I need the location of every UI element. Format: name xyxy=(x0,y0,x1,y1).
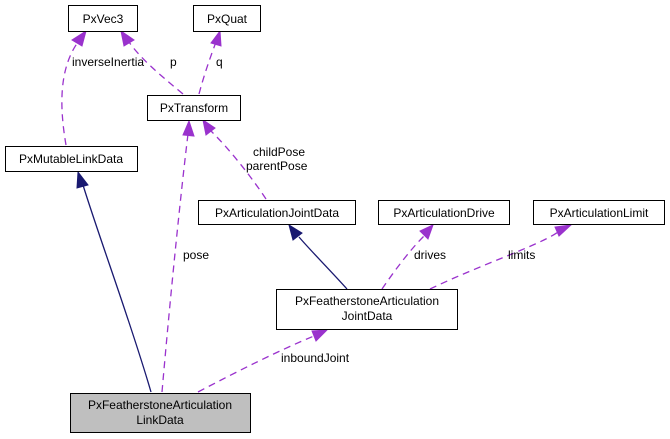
edge-label-inbound-joint: inboundJoint xyxy=(281,351,350,365)
edge-label-q: q xyxy=(216,55,223,69)
arrow-head xyxy=(202,118,216,136)
node-px-articulation-drive[interactable]: PxArticulationDrive xyxy=(378,200,510,225)
node-label-line-2: JointData xyxy=(342,309,393,323)
edge-inverse-inertia: inverseInertia xyxy=(61,29,144,146)
nodes: PxVec3 PxQuat PxTransform PxMutableLinkD… xyxy=(5,5,665,433)
node-label-line-2: LinkData xyxy=(136,413,184,427)
arrow-head xyxy=(76,170,89,189)
edge-limits: limits xyxy=(429,224,573,290)
arrow-head xyxy=(419,224,434,240)
edge-inbound-joint: inboundJoint xyxy=(197,329,350,393)
edge-drives: drives xyxy=(381,224,446,290)
edge-inherit-mutable xyxy=(76,170,152,393)
edge-q: q xyxy=(198,29,223,95)
arrow-head xyxy=(210,29,222,47)
arrow-head xyxy=(182,119,195,137)
node-px-transform[interactable]: PxTransform xyxy=(147,95,241,121)
edge-line xyxy=(197,335,315,393)
edge-label-drives: drives xyxy=(414,248,446,262)
edge-label-inverse-inertia: inverseInertia xyxy=(72,55,144,69)
node-label-line-1: PxFeatherstoneArticulation xyxy=(295,294,439,308)
node-px-vec3[interactable]: PxVec3 xyxy=(68,5,138,32)
node-label: PxQuat xyxy=(207,12,248,26)
edge-line xyxy=(82,184,152,393)
edge-line xyxy=(161,133,189,393)
edge-line xyxy=(198,41,217,95)
arrow-head xyxy=(554,224,573,237)
edge-poses: childPose parentPose xyxy=(202,118,308,200)
node-px-featherstone-articulation-link-data[interactable]: PxFeatherstoneArticulation LinkData xyxy=(70,393,251,433)
edge-label-pose: pose xyxy=(183,248,209,262)
node-px-mutable-link-data[interactable]: PxMutableLinkData xyxy=(5,146,138,172)
node-px-articulation-limit[interactable]: PxArticulationLimit xyxy=(533,200,665,225)
node-px-articulation-joint-data[interactable]: PxArticulationJointData xyxy=(198,200,356,225)
arrow-head xyxy=(288,223,303,241)
node-label: PxTransform xyxy=(160,101,228,115)
arrow-head xyxy=(120,29,135,47)
edge-line xyxy=(381,235,425,290)
edges: inverseInertia p q childPose parentPose … xyxy=(61,29,573,393)
node-label: PxArticulationDrive xyxy=(393,206,495,220)
edge-label-parent-pose: parentPose xyxy=(246,159,308,173)
edge-inherit-joint xyxy=(288,223,348,290)
node-label-line-1: PxFeatherstoneArticulation xyxy=(88,398,232,412)
node-px-featherstone-articulation-joint-data[interactable]: PxFeatherstoneArticulation JointData xyxy=(276,289,458,330)
edge-label-limits: limits xyxy=(508,248,535,262)
node-label: PxMutableLinkData xyxy=(19,152,123,166)
edge-line xyxy=(429,231,559,290)
edge-line xyxy=(128,41,184,95)
edge-line xyxy=(61,41,79,146)
edge-p: p xyxy=(120,29,184,95)
node-label: PxArticulationLimit xyxy=(550,206,649,220)
edge-pose: pose xyxy=(161,119,209,393)
node-label: PxVec3 xyxy=(83,12,124,26)
arrow-head xyxy=(71,29,87,47)
edge-label-child-pose: childPose xyxy=(253,145,305,159)
node-px-quat[interactable]: PxQuat xyxy=(193,5,261,32)
arrow-head xyxy=(311,329,329,342)
edge-label-p: p xyxy=(170,55,177,69)
node-label: PxArticulationJointData xyxy=(215,206,339,220)
edge-line xyxy=(298,236,348,290)
